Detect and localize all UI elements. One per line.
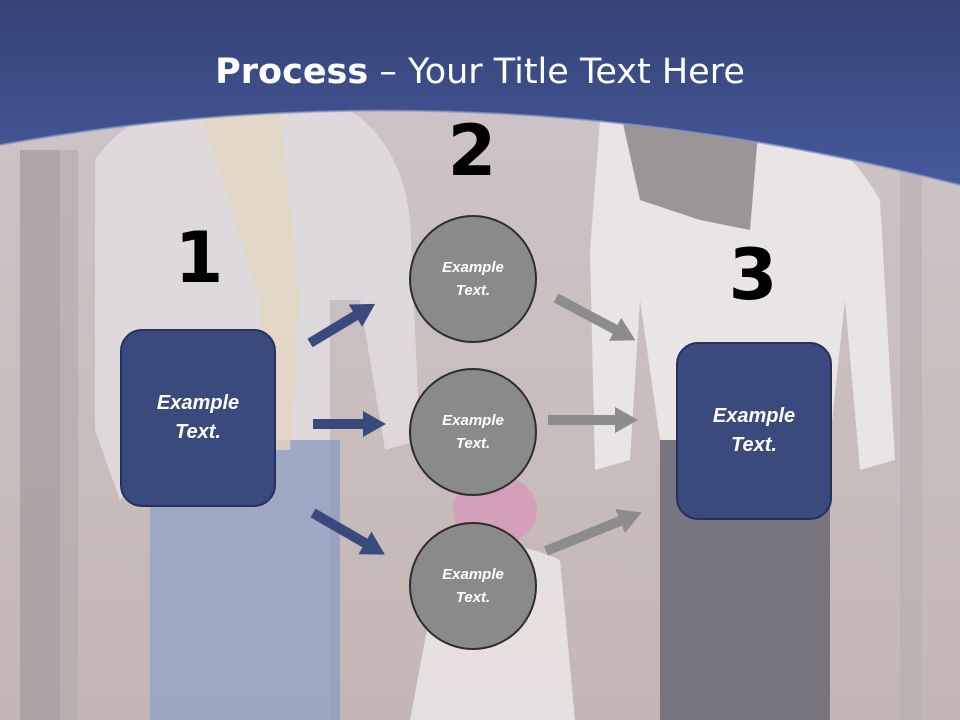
- arrow-gray-up-right: [544, 508, 642, 556]
- step-number-1: 1: [174, 217, 224, 299]
- circle-top: Example Text.: [409, 215, 537, 343]
- slide-title: Process – Your Title Text Here: [0, 52, 960, 92]
- step-1-text: Example Text.: [156, 392, 240, 443]
- arrow-up-right: [307, 303, 376, 348]
- step-number-3: 3: [728, 234, 778, 316]
- arrow-right: [313, 411, 386, 437]
- slide-title-bold: Process: [215, 52, 369, 92]
- circle-middle-text: Example Text.: [442, 412, 504, 452]
- step-1-box: Example Text.: [120, 329, 276, 507]
- circle-bottom: Example Text.: [409, 522, 537, 650]
- circle-top-text: Example Text.: [442, 259, 504, 299]
- arrow-gray-right: [548, 407, 638, 433]
- circle-middle: Example Text.: [409, 368, 537, 496]
- arrow-down-right: [310, 508, 385, 555]
- step-number-2: 2: [447, 110, 497, 192]
- slide-title-rest: – Your Title Text Here: [368, 52, 745, 92]
- step-3-text: Example Text.: [712, 405, 796, 456]
- circle-bottom-text: Example Text.: [442, 566, 504, 606]
- step-3-box: Example Text.: [676, 342, 832, 520]
- arrow-gray-down-right: [553, 293, 636, 341]
